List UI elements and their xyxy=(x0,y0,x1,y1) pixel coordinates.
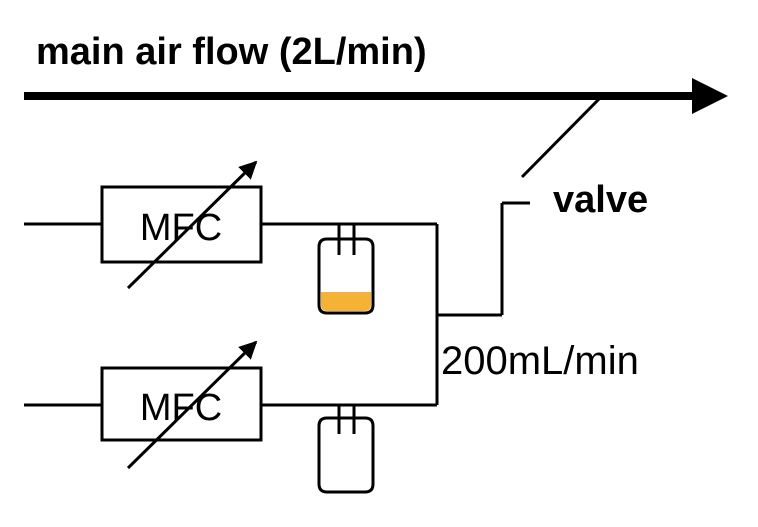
mfc-adjust-arrow-upper xyxy=(126,160,258,290)
mfc-label-lower: MFC xyxy=(140,387,222,429)
bottle-upper xyxy=(317,224,375,315)
lower-branch: MFC xyxy=(24,340,437,494)
branch-flow-label: 200mL/min xyxy=(441,339,639,383)
valve-connector xyxy=(437,94,604,317)
mfc-adjust-arrow-lower xyxy=(126,340,258,470)
main-air-flow-arrow xyxy=(24,78,728,114)
upper-branch: MFC xyxy=(24,160,437,315)
mfc-box-upper xyxy=(100,185,263,264)
mfc-box-lower xyxy=(100,366,263,442)
mfc-label-upper: MFC xyxy=(140,207,222,249)
title: main air flow (2L/min) xyxy=(36,31,427,73)
valve-label: valve xyxy=(553,179,648,221)
bottle-lower xyxy=(317,405,375,494)
liquid-fill xyxy=(321,292,371,311)
